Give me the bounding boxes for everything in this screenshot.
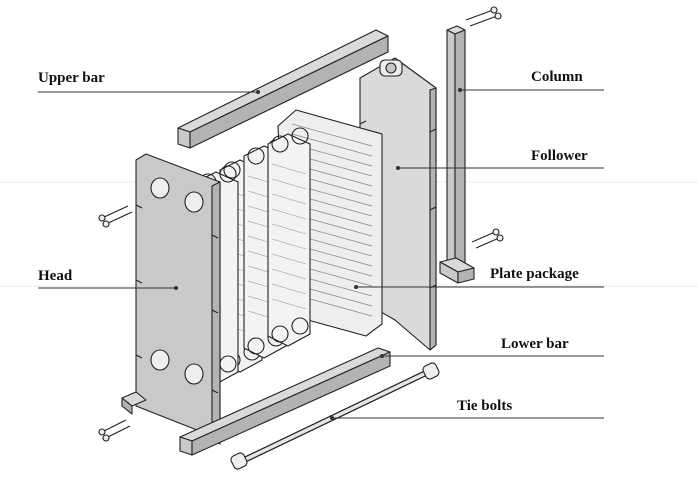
label-lower-bar: Lower bar bbox=[501, 336, 569, 352]
label-tie-bolts: Tie bolts bbox=[457, 398, 513, 414]
upper-bar bbox=[177, 29, 389, 149]
leader-dot bbox=[396, 166, 400, 170]
label-plate-package: Plate package bbox=[490, 266, 579, 282]
bolt-icon bbox=[98, 205, 133, 228]
label-upper-bar: Upper bar bbox=[38, 70, 105, 86]
label-column: Column bbox=[531, 69, 583, 85]
leader-dot bbox=[256, 90, 260, 94]
label-follower: Follower bbox=[531, 148, 588, 164]
leader-dot bbox=[354, 285, 358, 289]
leader-dot bbox=[458, 88, 462, 92]
leader-dot bbox=[380, 354, 384, 358]
leader-dot bbox=[174, 286, 178, 290]
lower-bar bbox=[179, 347, 391, 456]
bolt-icon bbox=[471, 228, 504, 249]
tie-bolt bbox=[230, 362, 440, 470]
bolt-icon bbox=[98, 419, 131, 442]
bolt-icon bbox=[465, 6, 502, 27]
head bbox=[121, 153, 237, 445]
leader-dot bbox=[330, 416, 334, 420]
loose-plates bbox=[195, 127, 311, 385]
column bbox=[439, 25, 475, 284]
label-head: Head bbox=[38, 268, 73, 284]
